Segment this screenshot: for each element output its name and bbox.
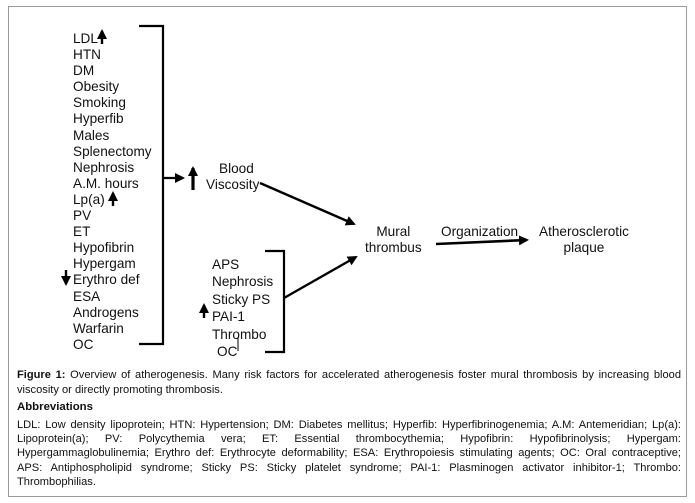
risk-factor: PAI-1 <box>212 309 245 325</box>
arrow-bracket-to-thrombus <box>283 255 358 300</box>
risk-factor: DM <box>73 63 95 79</box>
risk-factor: A.M. hours <box>73 175 139 191</box>
caption-text: Overview of atherogenesis. Many risk fac… <box>17 369 681 396</box>
risk-factor: Nephrosis <box>212 274 274 290</box>
risk-factor: Androgens <box>73 304 139 320</box>
risk-factor: APS <box>212 257 240 272</box>
risk-factor: ESA <box>73 288 101 304</box>
blood-viscosity-label: Blood Viscosity <box>206 161 260 192</box>
caption-label: Figure 1: <box>17 369 66 381</box>
figure-frame <box>8 6 687 497</box>
diagram-connectors <box>61 24 529 354</box>
risk-factor: HTN <box>73 47 101 63</box>
abbreviations-text: LDL: Low density lipoprotein; HTN: Hyper… <box>17 419 681 488</box>
figure-caption: Figure 1: Overview of atherogenesis. Man… <box>17 368 681 397</box>
risk-factor: LDL <box>73 31 98 46</box>
atherogenesis-diagram: LDL HTN DM Obesity Smoking Hyperfib Male… <box>61 24 629 360</box>
risk-factor: OC <box>217 344 238 360</box>
risk-factor: Erythro def <box>73 272 140 288</box>
atherosclerotic-plaque-label: Atherosclerotic plaque <box>539 224 629 255</box>
risk-factor: OC <box>73 336 94 352</box>
right-risk-factor-list: APS Nephrosis Sticky PS PAI-1 Thrombo OC <box>212 256 273 360</box>
risk-factor: Obesity <box>73 79 120 95</box>
arrow-viscosity-to-thrombus <box>259 181 356 226</box>
risk-factor: Lp(a) <box>73 191 105 207</box>
risk-factor: Hyperfib <box>73 111 124 127</box>
risk-factor: Sticky PS <box>212 291 271 307</box>
right-bracket <box>265 249 286 354</box>
mural-thrombus-label: Mural thrombus <box>365 224 422 255</box>
abbreviations-heading: Abbreviations <box>17 401 93 413</box>
risk-factor: Hypergam <box>73 256 136 272</box>
risk-factor: Nephrosis <box>73 159 135 175</box>
left-risk-factor-list: LDL HTN DM Obesity Smoking Hyperfib Male… <box>73 31 152 353</box>
risk-factor: Splenectomy <box>73 143 152 159</box>
risk-factor: Thrombo <box>212 326 267 342</box>
risk-factor: ET <box>73 224 91 240</box>
risk-factor: Hypofibrin <box>73 240 135 256</box>
left-bracket <box>139 24 165 346</box>
organization-label: Organization <box>441 224 519 239</box>
risk-factor: Smoking <box>73 95 126 111</box>
risk-factor: Males <box>73 127 110 143</box>
risk-factor: Warfarin <box>73 320 124 336</box>
risk-factor: PV <box>73 208 92 224</box>
arrow-organization <box>435 235 529 246</box>
